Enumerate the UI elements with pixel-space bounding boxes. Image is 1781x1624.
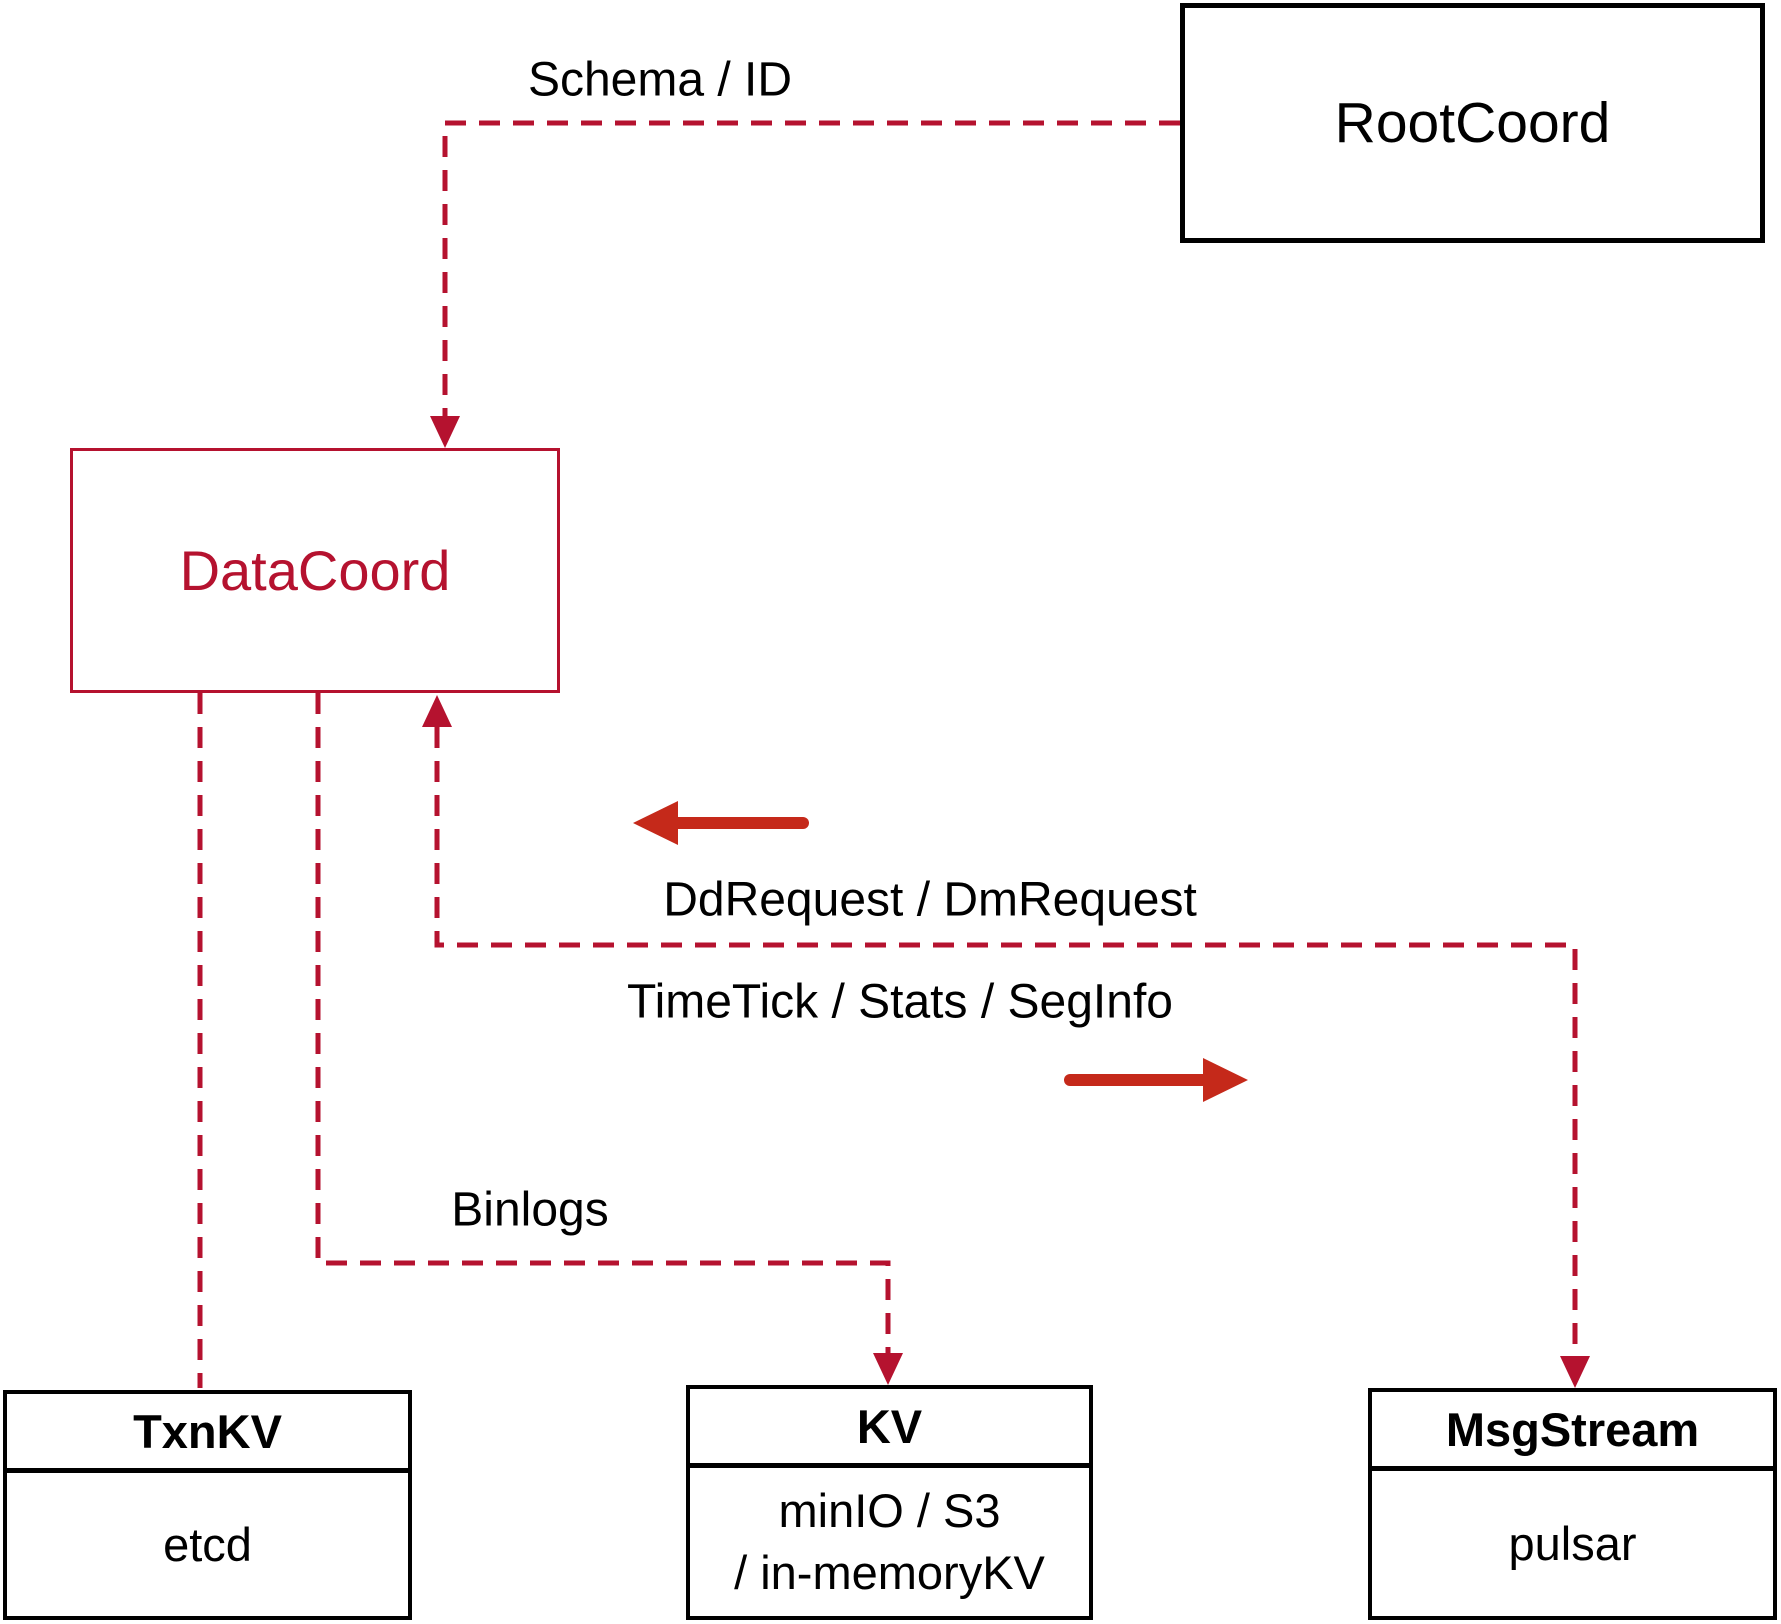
node-kv: KV minIO / S3 / in-memoryKV [686,1385,1093,1620]
arrowhead-down-into-kv-top-icon [873,1353,903,1385]
kv-body-line1: minIO / S3 [778,1484,1001,1537]
msgstream-body: pulsar [1508,1516,1637,1570]
datacoord-label: DataCoord [179,539,451,602]
edge-datacoord-msgstream [434,727,1578,1358]
kv-title: KV [690,1389,1089,1468]
txnkv-body: etcd [163,1517,252,1571]
kv-body: minIO / S3 / in-memoryKV [690,1468,1089,1616]
right-direction-arrow-icon [1203,1058,1248,1102]
arrowhead-up-into-datacoord-bottom-icon [422,695,452,727]
kv-body-line2: / in-memoryKV [734,1546,1045,1599]
msgstream-title: MsgStream [1372,1392,1773,1471]
edge-rootcoord-to-datacoord [442,120,1180,420]
edge-label-schema-id: Schema / ID [527,53,793,107]
arrowhead-down-into-datacoord-top-icon [430,416,460,448]
edge-label-binlogs: Binlogs [451,1183,609,1237]
edge-datacoord-to-kv-binlogs [315,693,891,1355]
left-direction-arrow-icon [633,801,678,845]
node-rootcoord: RootCoord [1180,3,1765,243]
arrowhead-down-into-msgstream-top-icon [1560,1356,1590,1388]
edge-label-timetick-stats-seginfo: TimeTick / Stats / SegInfo [627,975,1173,1029]
node-msgstream: MsgStream pulsar [1368,1388,1777,1620]
node-txnkv: TxnKV etcd [3,1390,412,1620]
txnkv-title: TxnKV [7,1394,408,1473]
node-datacoord: DataCoord [70,448,560,693]
rootcoord-label: RootCoord [1334,91,1611,155]
edge-label-ddrequest-dmrequest: DdRequest / DmRequest [663,873,1197,927]
